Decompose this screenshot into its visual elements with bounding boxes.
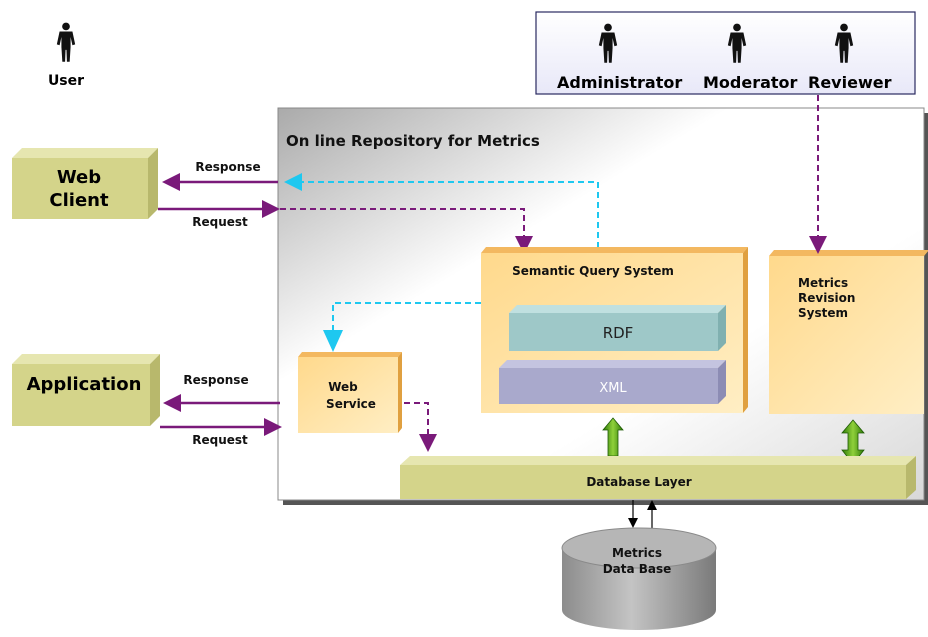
query-request-arrowhead bbox=[515, 236, 533, 254]
metrics-database-cylinder-icon bbox=[561, 527, 717, 630]
metrics-revision-line1: Metrics bbox=[798, 276, 848, 290]
reviewer-revision-arrowhead bbox=[809, 236, 827, 254]
app-request-label: Request bbox=[192, 433, 248, 447]
app-request-arrowhead bbox=[264, 418, 282, 436]
metrics-revision-line3: System bbox=[798, 306, 848, 320]
admin-roles-box bbox=[535, 11, 916, 95]
user-actor-icon bbox=[56, 22, 76, 62]
database-layer-bar bbox=[400, 456, 916, 499]
database-layer-label: Database Layer bbox=[586, 475, 691, 489]
web-request-arrowhead bbox=[262, 200, 280, 218]
query-response-dashed-line bbox=[302, 181, 599, 248]
web-response-arrowhead bbox=[162, 173, 180, 191]
metrics-revision-panel bbox=[769, 250, 928, 414]
rdf-label: RDF bbox=[603, 324, 634, 342]
app-response-label: Response bbox=[183, 373, 248, 387]
web-service-panel bbox=[298, 352, 402, 433]
query-to-webservice-arrowhead bbox=[323, 330, 343, 352]
application-label: Application bbox=[27, 374, 142, 395]
metrics-revision-line2: Revision bbox=[798, 291, 855, 305]
rdf-layer bbox=[509, 305, 726, 351]
web-client-label-line1: Web bbox=[57, 167, 101, 188]
web-client-box bbox=[12, 148, 158, 219]
repository-title: On line Repository for Metrics bbox=[286, 132, 540, 150]
db-down-arrowhead bbox=[628, 518, 638, 528]
webservice-to-db-dashed-line bbox=[404, 402, 429, 434]
web-service-line2: Service bbox=[326, 397, 376, 411]
moderator-label: Moderator bbox=[703, 73, 798, 92]
application-box bbox=[12, 354, 160, 426]
app-response-arrowhead bbox=[163, 394, 181, 412]
web-service-line1: Web bbox=[328, 380, 358, 394]
db-label-line2: Data Base bbox=[603, 562, 672, 576]
reviewer-label: Reviewer bbox=[808, 73, 892, 92]
xml-label: XML bbox=[599, 381, 627, 396]
webservice-to-db-arrowhead bbox=[419, 434, 437, 452]
web-response-label: Response bbox=[195, 160, 260, 174]
web-client-label-line2: Client bbox=[49, 190, 109, 211]
semantic-query-label: Semantic Query System bbox=[512, 264, 674, 278]
db-label-line1: Metrics bbox=[612, 546, 662, 560]
query-to-webservice-dashed-line bbox=[332, 302, 481, 330]
query-request-dashed-line bbox=[280, 208, 525, 236]
user-label: User bbox=[48, 73, 84, 89]
query-response-arrowhead bbox=[284, 173, 302, 191]
db-up-arrowhead bbox=[647, 500, 657, 510]
administrator-label: Administrator bbox=[557, 73, 682, 92]
xml-layer bbox=[499, 360, 726, 404]
web-request-label: Request bbox=[192, 215, 248, 229]
